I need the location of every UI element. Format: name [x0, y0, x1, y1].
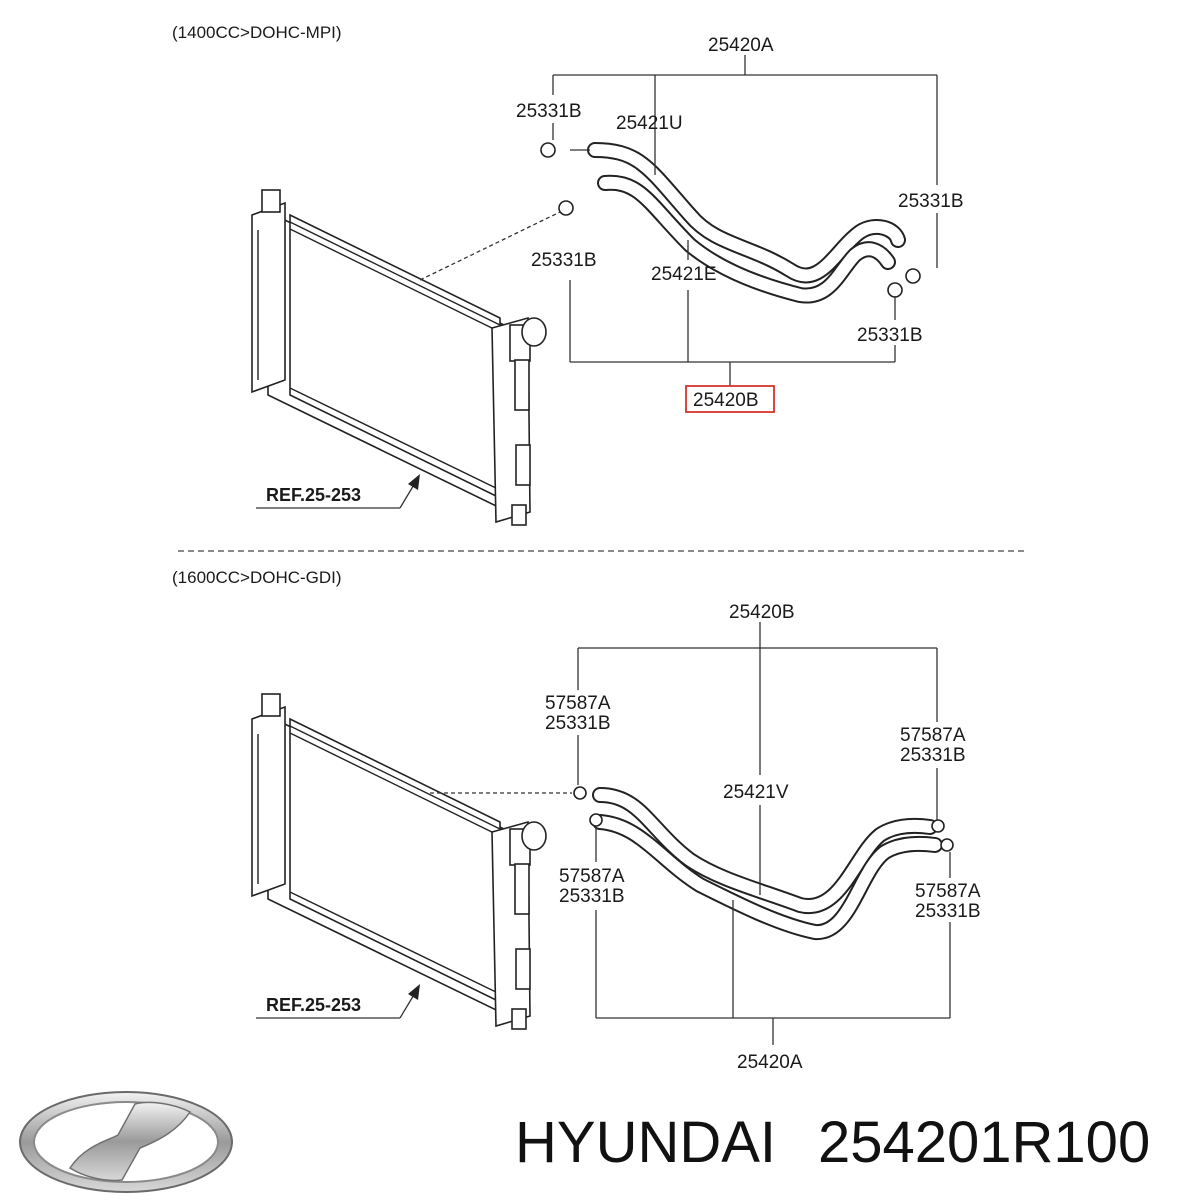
clamp-label: 57587A	[545, 693, 611, 714]
section-1400cc: (1400CC>DOHC-MPI) REF.25-253	[172, 23, 964, 526]
highlight-box	[685, 385, 775, 413]
brand-name: HYUNDAI	[515, 1110, 776, 1175]
section-1600cc: (1600CC>DOHC-GDI) REF.25-253	[172, 568, 981, 1073]
radiator	[251, 693, 547, 1030]
clip-label: 25331B	[857, 325, 923, 346]
assembly-label: 25420A	[737, 1052, 803, 1073]
hyundai-logo	[19, 1091, 233, 1193]
clip-label: 25331B	[900, 745, 966, 766]
ref-label: REF.25-253	[266, 995, 361, 1015]
engine-label: (1600CC>DOHC-GDI)	[172, 568, 342, 587]
assembly-label-highlighted: 25420B	[693, 390, 759, 411]
leader-lines	[577, 622, 951, 1045]
assembly-label: 25420B	[729, 602, 795, 623]
clip-icon	[573, 786, 954, 852]
leader-lines	[552, 55, 938, 386]
part-number: 254201R100	[818, 1110, 1150, 1175]
assembly-label: 25420A	[708, 35, 774, 56]
ref-arrow	[256, 984, 420, 1019]
clip-label: 25331B	[531, 250, 597, 271]
ref-arrow	[256, 474, 420, 509]
clip-label: 25331B	[516, 101, 582, 122]
clamp-label: 57587A	[900, 725, 966, 746]
cooler-hose-pair	[587, 142, 906, 304]
clip-label: 25331B	[559, 886, 625, 907]
clip-label: 25331B	[545, 713, 611, 734]
cooler-hose-pair	[592, 787, 943, 940]
clamp-label: 57587A	[559, 866, 625, 887]
clip-label: 25331B	[915, 901, 981, 922]
ref-label: REF.25-253	[266, 485, 361, 505]
clamp-label: 57587A	[915, 881, 981, 902]
hose-label: 25421U	[616, 113, 683, 134]
clip-label: 25331B	[898, 191, 964, 212]
clip-icon	[540, 142, 921, 298]
hose-label: 25421V	[723, 782, 789, 803]
hose-label: 25421E	[651, 264, 717, 285]
radiator	[251, 189, 547, 526]
leader-dashed	[419, 211, 561, 281]
engine-label: (1400CC>DOHC-MPI)	[172, 23, 342, 42]
